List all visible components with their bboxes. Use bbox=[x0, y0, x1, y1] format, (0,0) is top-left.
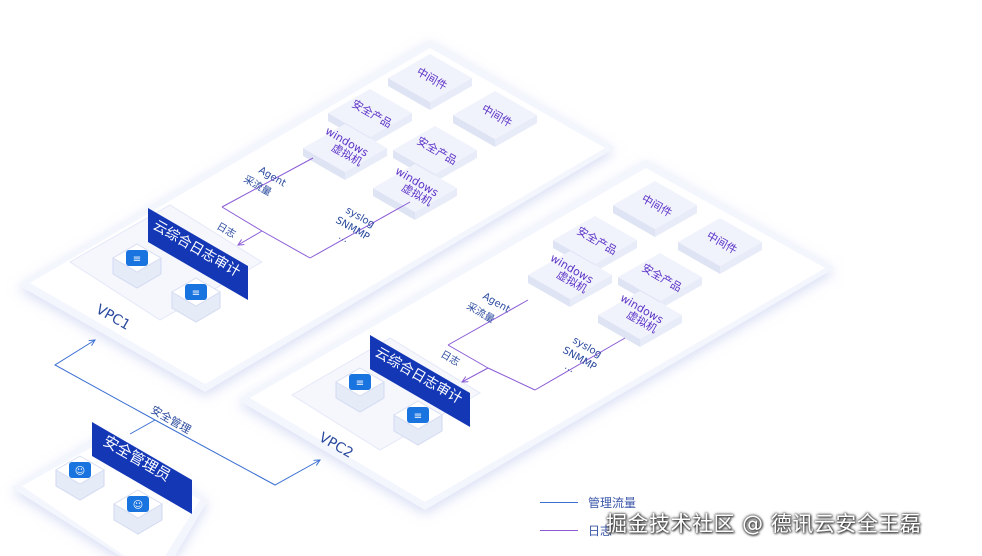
vpc1-ellipsis: ... bbox=[337, 231, 351, 245]
mgmt-lines bbox=[54, 340, 320, 486]
vpc1-server-icon-1: ≡ bbox=[112, 243, 162, 289]
vpc2-middleware-1: 中间件 bbox=[613, 181, 697, 237]
legend-mgmt-label: 管理流量 bbox=[588, 496, 637, 510]
vpc1-server-icon-2: ≡ bbox=[171, 277, 221, 323]
vpc2-server-icon-1: ≡ bbox=[335, 367, 385, 413]
svg-text:≡: ≡ bbox=[414, 411, 422, 422]
legend-log-label: 日志 bbox=[588, 524, 613, 538]
legend-mgmt-line bbox=[540, 502, 578, 503]
svg-text:☺: ☺ bbox=[75, 466, 85, 477]
watermark: 掘金技术社区 @ 德讯云安全王磊 bbox=[606, 512, 922, 536]
vpc2-ellipsis: ... bbox=[563, 361, 577, 375]
svg-text:≡: ≡ bbox=[192, 288, 200, 299]
svg-text:≡: ≡ bbox=[356, 378, 364, 389]
vpc2-middleware-2: 中间件 bbox=[678, 218, 762, 274]
legend-log-line bbox=[540, 530, 578, 531]
vpc1-security-2: 安全产品 bbox=[393, 126, 477, 182]
mgmt-flow-label: 安全管理 bbox=[149, 402, 194, 436]
svg-text:☺: ☺ bbox=[133, 500, 143, 511]
admin-user-icon-1: ☺ bbox=[55, 455, 105, 501]
svg-text:≡: ≡ bbox=[133, 254, 141, 265]
vpc1-middleware-2: 中间件 bbox=[453, 91, 537, 147]
vpc1-log-lines bbox=[221, 157, 411, 259]
admin-user-icon-2: ☺ bbox=[113, 489, 163, 535]
vpc1-audit-tray bbox=[69, 204, 263, 321]
vpc1-middleware-1: 中间件 bbox=[388, 54, 472, 110]
vpc2-log-lines bbox=[447, 299, 626, 391]
vpc2-server-icon-2: ≡ bbox=[393, 400, 443, 446]
vpc2-security-1: 安全产品 bbox=[553, 216, 637, 272]
vpc2-audit-tray bbox=[291, 337, 481, 451]
